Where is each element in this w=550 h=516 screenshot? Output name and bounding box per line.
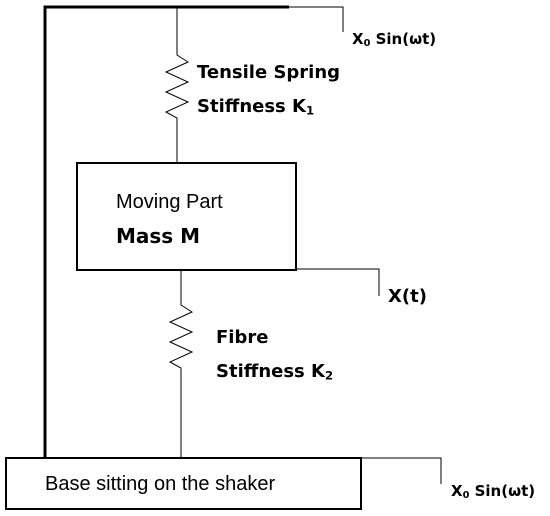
base-excitation-suffix: Sin(ωt) xyxy=(469,482,536,500)
moving-part-mass: Mass M xyxy=(116,224,201,248)
tensile-spring-stiffness-subscript: 1 xyxy=(305,103,315,118)
tensile-spring-stiffness-prefix: Stiffness K xyxy=(197,96,306,117)
base-excitation-label: X0 Sin(ωt) xyxy=(451,482,536,501)
base-excitation-subscript: 0 xyxy=(462,489,470,501)
mass-displacement-label: X(t) xyxy=(388,286,427,307)
fibre-spring-title: Fibre xyxy=(216,327,269,348)
fibre-spring-stiffness: Stiffness K2 xyxy=(216,361,334,383)
top-excitation-leader xyxy=(289,6,344,32)
base-excitation-leader xyxy=(361,457,442,484)
base-label: Base sitting on the shaker xyxy=(45,473,276,495)
top-excitation-label: X0 Sin(ωt) xyxy=(352,30,437,49)
fibre-spring xyxy=(168,270,194,458)
base-box xyxy=(5,457,362,510)
fibre-spring-stiffness-prefix: Stiffness K xyxy=(216,361,325,382)
moving-part-title: Moving Part xyxy=(116,191,223,213)
top-excitation-suffix: Sin(ωt) xyxy=(370,30,437,48)
top-excitation-subscript: 0 xyxy=(363,37,371,49)
tensile-spring xyxy=(164,7,190,163)
mass-displacement-leader xyxy=(296,268,380,296)
base-excitation-prefix: X xyxy=(451,482,463,500)
tensile-spring-title: Tensile Spring xyxy=(197,62,341,83)
top-excitation-prefix: X xyxy=(352,30,364,48)
moving-part-box xyxy=(76,162,297,271)
fibre-spring-stiffness-subscript: 2 xyxy=(324,368,334,383)
tensile-spring-stiffness: Stiffness K1 xyxy=(197,96,315,118)
